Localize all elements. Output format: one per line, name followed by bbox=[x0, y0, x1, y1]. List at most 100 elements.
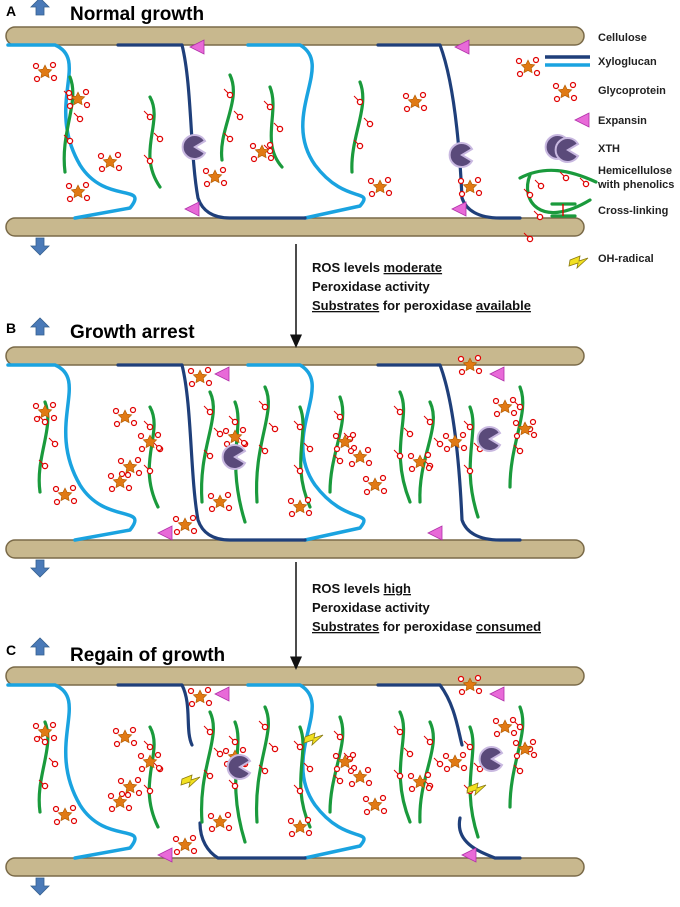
glycan-node bbox=[570, 94, 578, 102]
glycan-node bbox=[407, 772, 415, 780]
glycoprotein-icon bbox=[65, 181, 91, 203]
cross-link bbox=[228, 779, 234, 785]
xth-icon bbox=[476, 426, 502, 452]
transition-2-substrates: Substrates for peroxidase consumed bbox=[312, 619, 541, 634]
glycan-node bbox=[475, 367, 483, 375]
glycan-node bbox=[368, 190, 376, 198]
cross-link-node bbox=[516, 723, 524, 731]
glycoprotein-icon bbox=[32, 721, 58, 743]
hemicellulose-chain bbox=[298, 725, 312, 829]
glycoprotein-icon bbox=[52, 484, 78, 506]
legend-label-glycoprotein: Glycoprotein bbox=[598, 85, 666, 97]
glycan-node bbox=[348, 780, 356, 788]
glycoprotein-icon bbox=[492, 396, 518, 418]
cross-link bbox=[393, 449, 399, 455]
glycoprotein-core bbox=[412, 454, 428, 469]
glycan-node bbox=[510, 409, 518, 417]
glycan-node bbox=[129, 726, 137, 734]
glycoprotein-core bbox=[212, 494, 228, 509]
expansin-icon bbox=[451, 201, 467, 217]
glycan-node bbox=[222, 747, 230, 755]
glycan-node bbox=[155, 444, 163, 452]
glycoprotein-icon bbox=[52, 804, 78, 826]
glycan-node bbox=[107, 472, 115, 480]
glycoprotein-core bbox=[177, 837, 193, 852]
legend-xth-icon bbox=[554, 137, 580, 163]
cross-link bbox=[393, 769, 399, 775]
glycoprotein-icon bbox=[187, 366, 213, 388]
hemicellulose-chain bbox=[525, 173, 592, 215]
glycoprotein-core bbox=[112, 794, 128, 809]
glycan-node bbox=[266, 141, 274, 149]
cross-link bbox=[268, 742, 274, 748]
cross-link-node bbox=[216, 430, 224, 438]
glycoprotein-core bbox=[462, 179, 478, 194]
glycan-node bbox=[408, 465, 416, 473]
cross-link bbox=[143, 154, 149, 160]
glycoprotein-core bbox=[517, 741, 533, 756]
xth-icon bbox=[554, 137, 580, 163]
glycan-node bbox=[53, 498, 61, 506]
cross-link-node bbox=[146, 113, 154, 121]
cross-link-node bbox=[536, 213, 544, 221]
hemicellulose-chain bbox=[254, 705, 270, 824]
glycoprotein-icon bbox=[442, 431, 468, 453]
glycan-node bbox=[188, 700, 196, 708]
glycan-node bbox=[332, 752, 340, 760]
glycoprotein-core bbox=[122, 779, 138, 794]
cross-link bbox=[143, 784, 149, 790]
glycan-node bbox=[108, 805, 116, 813]
glycan-node bbox=[457, 177, 465, 185]
legend-expansin-icon bbox=[574, 112, 590, 128]
cross-link bbox=[523, 232, 529, 238]
glycoprotein-icon bbox=[32, 61, 58, 83]
cross-link-node bbox=[336, 457, 344, 465]
cross-link bbox=[463, 464, 469, 470]
xyloglucan-tether bbox=[376, 683, 464, 747]
glycan-node bbox=[475, 189, 483, 197]
cross-link-node bbox=[396, 772, 404, 780]
cross-link-node bbox=[146, 743, 154, 751]
glycan-node bbox=[364, 766, 372, 774]
cross-link bbox=[343, 432, 349, 438]
cross-link bbox=[228, 735, 234, 741]
xyloglucan-tether bbox=[6, 363, 137, 542]
cross-link bbox=[203, 449, 209, 455]
glycoprotein-core bbox=[207, 169, 223, 184]
cross-link bbox=[533, 210, 539, 216]
glycoprotein-core bbox=[517, 421, 533, 436]
glycan-node bbox=[155, 764, 163, 772]
legend-hemicellulose-icon bbox=[518, 168, 598, 190]
glycan-node bbox=[474, 354, 482, 362]
cross-link bbox=[463, 784, 469, 790]
glycan-node bbox=[225, 504, 233, 512]
cross-link bbox=[433, 437, 439, 443]
glycan-node bbox=[459, 431, 467, 439]
glycoprotein-core bbox=[122, 459, 138, 474]
glycoprotein-core bbox=[292, 499, 308, 514]
glycan-node bbox=[114, 151, 122, 159]
glycoprotein-core bbox=[292, 819, 308, 834]
glycan-node bbox=[385, 189, 393, 197]
glycan-node bbox=[457, 675, 465, 683]
cross-link-node bbox=[466, 743, 474, 751]
glycan-node bbox=[532, 56, 540, 64]
cross-link bbox=[293, 740, 299, 746]
glycan-node bbox=[304, 816, 312, 824]
cross-link-node bbox=[41, 738, 49, 746]
xyloglucan-tether bbox=[116, 43, 307, 220]
cross-link bbox=[343, 752, 349, 758]
cross-link-node bbox=[306, 765, 314, 773]
expansin-icon bbox=[454, 39, 470, 55]
glycan-node bbox=[492, 397, 500, 405]
glycan-node bbox=[70, 817, 78, 825]
glycan-node bbox=[125, 484, 133, 492]
glycan-node bbox=[69, 804, 77, 812]
glycan-node bbox=[529, 738, 537, 746]
cross-link bbox=[534, 179, 540, 185]
glycan-node bbox=[379, 474, 387, 482]
glycoprotein-core bbox=[192, 689, 208, 704]
cross-link-node bbox=[146, 157, 154, 165]
glycan-node bbox=[460, 764, 468, 772]
glycan-node bbox=[205, 699, 213, 707]
